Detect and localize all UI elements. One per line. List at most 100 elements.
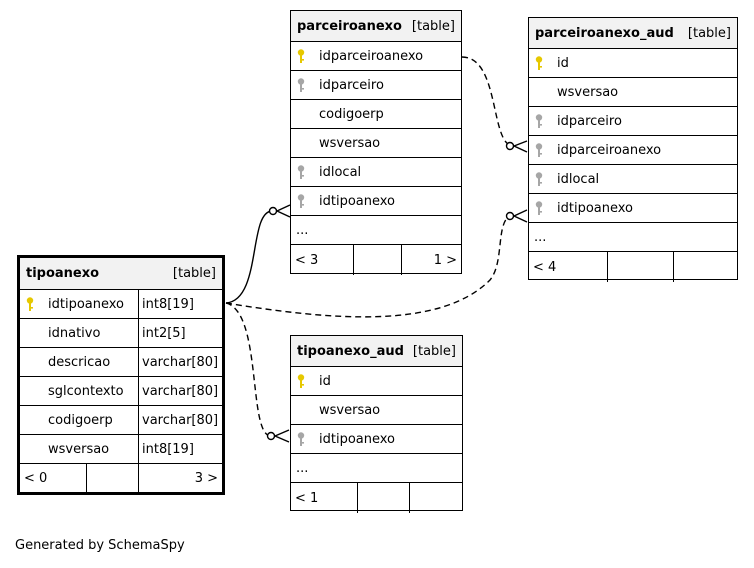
parents-count[interactable]: < 3 xyxy=(295,252,319,268)
table-type: [table] xyxy=(412,343,456,359)
column-row[interactable]: id xyxy=(291,367,462,396)
column-row[interactable]: idlocal xyxy=(529,165,737,194)
footer-divider xyxy=(86,464,138,493)
footer-divider xyxy=(607,252,673,282)
key-placeholder xyxy=(20,435,40,463)
primary-key-icon xyxy=(20,290,40,318)
column-row[interactable]: idtipoanexo xyxy=(529,194,737,223)
column-type: varchar[80] xyxy=(138,348,222,376)
more-columns: ... xyxy=(291,216,461,245)
table-header: parceiroanexo [table] xyxy=(291,11,461,42)
edge-optional-marker xyxy=(505,211,515,221)
column-row[interactable]: idparceiro xyxy=(529,107,737,136)
table-footer: < 1 xyxy=(291,483,462,513)
column-name: idparceiro xyxy=(319,77,384,93)
column-name: id xyxy=(319,373,331,389)
parents-count[interactable]: < 1 xyxy=(295,490,319,506)
column-name: idlocal xyxy=(557,171,600,187)
column-name: idtipoanexo xyxy=(319,431,396,447)
column-row[interactable]: wsversao xyxy=(291,129,461,158)
edge-tipoanexo-to-parceiroanexo xyxy=(225,210,273,304)
key-placeholder xyxy=(20,319,40,347)
edge-tipoanexo-to-parceiroanexo-aud xyxy=(225,214,513,318)
edge-parceiroanexo-to-aud-idparceiroanexo xyxy=(461,56,514,147)
column-row[interactable]: sglcontexto varchar[80] xyxy=(20,377,222,406)
more-columns: ... xyxy=(529,223,737,252)
foreign-key-icon xyxy=(529,107,549,135)
edge-optional-marker xyxy=(505,141,515,151)
foreign-key-icon xyxy=(291,425,311,453)
column-name: wsversao xyxy=(319,402,381,418)
column-name: idtipoanexo xyxy=(557,200,634,216)
primary-key-icon xyxy=(291,42,311,70)
table-type: [table] xyxy=(411,18,455,34)
key-placeholder xyxy=(20,406,40,434)
table-parceiroanexo[interactable]: parceiroanexo [table] idparceiroanexo idp… xyxy=(290,10,462,275)
table-footer: < 0 3 > xyxy=(20,464,222,493)
foreign-key-icon xyxy=(291,187,311,215)
edge-crowfoot-marker xyxy=(274,429,290,443)
children-count[interactable] xyxy=(409,483,462,513)
column-name: codigoerp xyxy=(48,412,113,428)
primary-key-icon xyxy=(529,49,549,77)
column-name: id xyxy=(557,55,569,71)
foreign-key-icon xyxy=(529,194,549,222)
table-header: tipoanexo [table] xyxy=(20,258,222,290)
table-footer: < 4 xyxy=(529,252,737,282)
column-name: descricao xyxy=(48,354,111,370)
column-name: idtipoanexo xyxy=(319,193,396,209)
column-name: wsversao xyxy=(557,84,619,100)
column-name: idparceiroanexo xyxy=(557,142,662,158)
column-type: varchar[80] xyxy=(138,377,222,405)
more-columns: ... xyxy=(291,454,462,483)
table-footer: < 3 1 > xyxy=(291,245,461,275)
column-name: idnativo xyxy=(48,325,101,341)
table-tipoanexo-aud[interactable]: tipoanexo_aud [table] id wsversao idtipoan… xyxy=(290,335,463,513)
column-row[interactable]: idparceiro xyxy=(291,71,461,100)
foreign-key-icon xyxy=(291,158,311,186)
column-row[interactable]: wsversao xyxy=(529,78,737,107)
column-name: sglcontexto xyxy=(48,383,124,399)
children-count[interactable] xyxy=(673,252,737,282)
children-count[interactable]: 1 > xyxy=(401,245,461,275)
column-type: varchar[80] xyxy=(138,406,222,434)
column-row[interactable]: codigoerp varchar[80] xyxy=(20,406,222,435)
table-type: [table] xyxy=(687,25,731,41)
footer-divider xyxy=(357,483,409,513)
foreign-key-icon xyxy=(529,136,549,164)
primary-key-icon xyxy=(291,367,311,395)
footer-divider xyxy=(353,245,401,275)
column-type: int8[19] xyxy=(138,290,222,318)
parents-count[interactable]: < 4 xyxy=(533,259,557,275)
table-name: tipoanexo_aud xyxy=(297,343,404,359)
column-row[interactable]: wsversao xyxy=(291,396,462,425)
table-type: [table] xyxy=(172,266,216,281)
table-name: parceiroanexo xyxy=(297,18,402,34)
column-row[interactable]: descricao varchar[80] xyxy=(20,348,222,377)
key-placeholder xyxy=(20,377,40,405)
key-placeholder xyxy=(529,78,549,106)
foreign-key-icon xyxy=(291,71,311,99)
column-name: idparceiro xyxy=(557,113,622,129)
children-count[interactable]: 3 > xyxy=(138,464,222,493)
edge-crowfoot-marker xyxy=(276,204,291,218)
column-row[interactable]: idtipoanexo xyxy=(291,425,462,454)
column-name: wsversao xyxy=(48,441,110,457)
parents-count[interactable]: < 0 xyxy=(24,471,48,486)
column-row[interactable]: idtipoanexo xyxy=(291,187,461,216)
edge-crowfoot-marker xyxy=(513,140,528,153)
column-name: codigoerp xyxy=(319,106,384,122)
column-row[interactable]: id xyxy=(529,49,737,78)
foreign-key-icon xyxy=(529,165,549,193)
column-row[interactable]: idparceiroanexo xyxy=(291,42,461,71)
table-header: tipoanexo_aud [table] xyxy=(291,336,462,367)
column-row[interactable]: idparceiroanexo xyxy=(529,136,737,165)
column-row[interactable]: codigoerp xyxy=(291,100,461,129)
column-row[interactable]: idlocal xyxy=(291,158,461,187)
